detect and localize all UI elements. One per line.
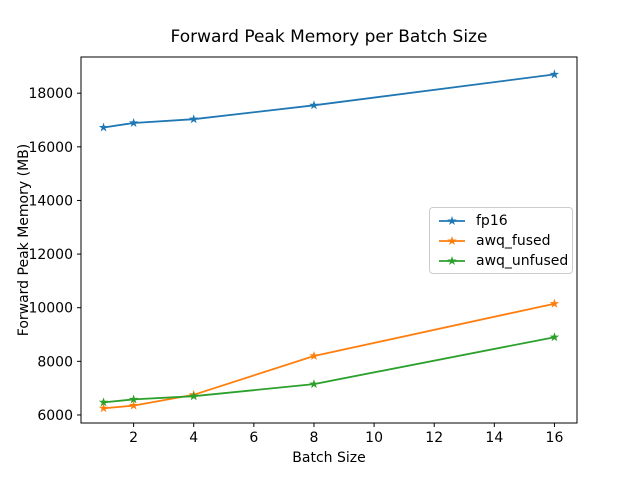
- legend-item-fp16: fp16: [437, 211, 572, 231]
- x-tick-label: 8: [310, 430, 319, 446]
- legend-line-marker-icon: [439, 215, 465, 225]
- series-marker-fp16: [98, 122, 109, 132]
- x-tick-label: 12: [425, 430, 443, 446]
- y-tick-label: 8000: [37, 354, 73, 370]
- x-tick-label: 6: [249, 430, 258, 446]
- y-tick-label: 16000: [28, 140, 73, 156]
- legend-label-awq-unfused: awq_unfused: [476, 252, 569, 269]
- x-axis-label: Batch Size: [292, 450, 366, 466]
- series-line-awq_fused: [102, 302, 556, 410]
- series-marker-awq_fused: [549, 298, 560, 308]
- series-marker-awq_unfused: [188, 391, 199, 401]
- legend-line-marker-icon: [439, 255, 465, 265]
- axes-spines: [80, 56, 578, 424]
- series-marker-fp16: [188, 114, 199, 124]
- series-marker-awq_unfused: [98, 397, 109, 407]
- series-marker-awq_unfused: [549, 332, 560, 342]
- x-tick-label: 10: [365, 430, 383, 446]
- x-tick-label: 16: [546, 430, 564, 446]
- legend-line-marker-icon: [439, 235, 465, 245]
- y-tick-label: 14000: [28, 193, 73, 209]
- series-marker-awq_fused: [128, 400, 139, 410]
- series-marker-awq_fused: [98, 403, 109, 413]
- y-tick-label: 12000: [28, 247, 73, 263]
- legend-item-awq-unfused: awq_unfused: [437, 251, 572, 271]
- series-marker-awq_unfused: [309, 379, 319, 389]
- series-marker-awq_unfused: [128, 394, 139, 404]
- legend-label-fp16: fp16: [476, 212, 508, 229]
- x-tick-label: 4: [189, 430, 198, 446]
- x-tick-label: 2: [129, 430, 138, 446]
- chart-title: Forward Peak Memory per Batch Size: [170, 27, 488, 47]
- legend-label-awq-fused: awq_fused: [476, 232, 551, 249]
- legend-item-awq-fused: awq_fused: [437, 231, 572, 251]
- y-tick-label: 10000: [28, 301, 73, 317]
- series-marker-fp16: [309, 100, 319, 110]
- legend: fp16 awq_fused awq_unfused: [429, 207, 573, 274]
- series-marker-fp16: [549, 69, 560, 79]
- x-tick-label: 14: [485, 430, 503, 446]
- series-marker-awq_fused: [309, 350, 319, 361]
- y-tick-label: 18000: [28, 86, 73, 102]
- series-line-fp16: [102, 73, 556, 129]
- series-line-awq_unfused: [102, 336, 556, 404]
- y-tick-label: 6000: [37, 408, 73, 424]
- series-marker-fp16: [128, 117, 139, 128]
